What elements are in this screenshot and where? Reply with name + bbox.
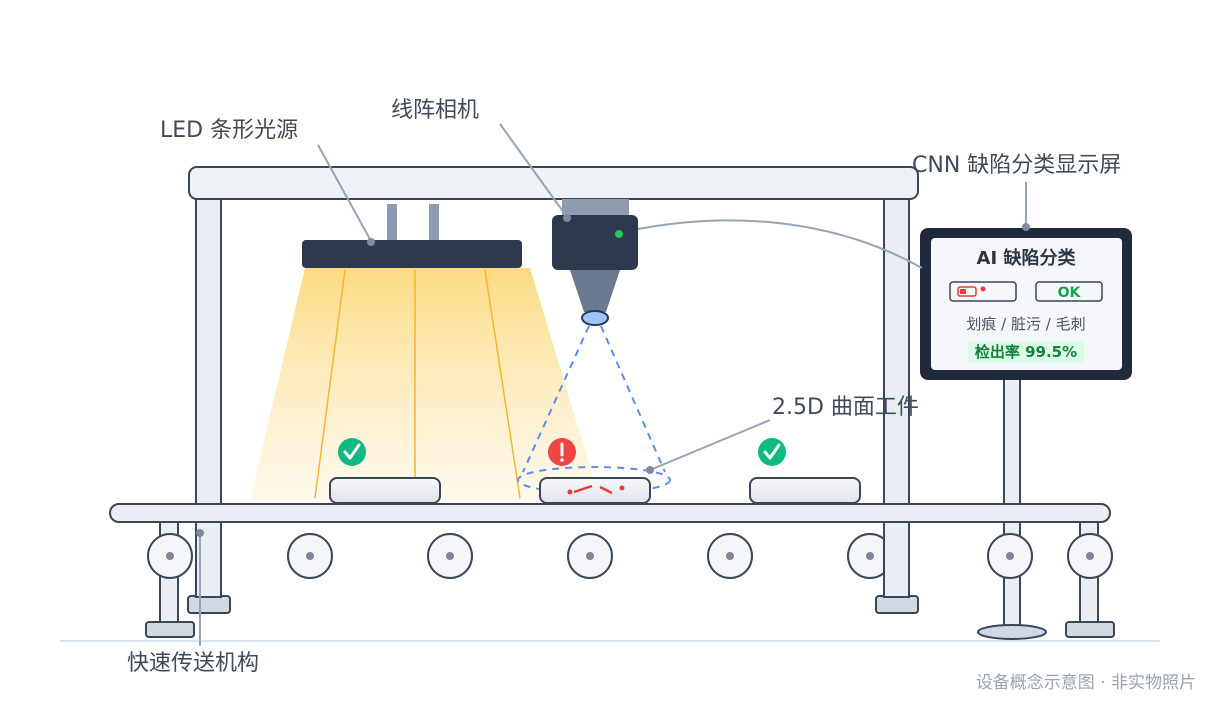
- check-icon: [338, 438, 366, 466]
- label-line-camera: 线阵相机: [391, 98, 479, 123]
- cnn-display-screen: AI 缺陷分类 OK 划痕 / 脏污 / 毛刺 检出率 99.5%: [920, 228, 1132, 380]
- defect-types: 划痕 / 脏污 / 毛刺: [966, 315, 1085, 333]
- roller: [1067, 533, 1113, 579]
- gantry-leg-front: [883, 521, 910, 598]
- callout-dots: [196, 214, 1030, 537]
- gantry-frame: [187, 166, 919, 614]
- exclamation-icon: [548, 438, 576, 466]
- led-light-bar: [302, 204, 522, 268]
- roller: [987, 533, 1033, 579]
- ok-label: OK: [1058, 285, 1082, 301]
- roller: [707, 533, 753, 579]
- roller: [427, 533, 473, 579]
- rollers: [147, 533, 1113, 579]
- label-led-light: LED 条形光源: [160, 118, 298, 143]
- screen-title: AI 缺陷分类: [977, 247, 1077, 269]
- ok-indicator: [1035, 281, 1103, 302]
- footnote: 设备概念示意图 · 非实物照片: [976, 672, 1196, 693]
- workpiece-ok-2: [749, 477, 861, 504]
- light-beam: [250, 268, 600, 500]
- rate-badge: [968, 341, 1084, 363]
- detection-rate: 检出率 99.5%: [975, 343, 1077, 361]
- line-scan-camera: [552, 199, 638, 326]
- label-cnn-screen: CNN 缺陷分类显示屏: [912, 153, 1121, 178]
- data-cable: [637, 219, 923, 269]
- workpiece-defect: [539, 477, 651, 504]
- label-conveyor: 快速传送机构: [127, 651, 259, 676]
- conveyor: [109, 503, 1115, 638]
- check-icon: [758, 438, 786, 466]
- roller: [287, 533, 333, 579]
- roller: [147, 533, 193, 579]
- label-workpiece: 2.5D 曲面工件: [772, 395, 919, 420]
- workpiece-ok-1: [329, 477, 441, 504]
- battery-defect-icon: [957, 286, 986, 297]
- roller: [567, 533, 613, 579]
- callout-leaders: [199, 123, 1027, 646]
